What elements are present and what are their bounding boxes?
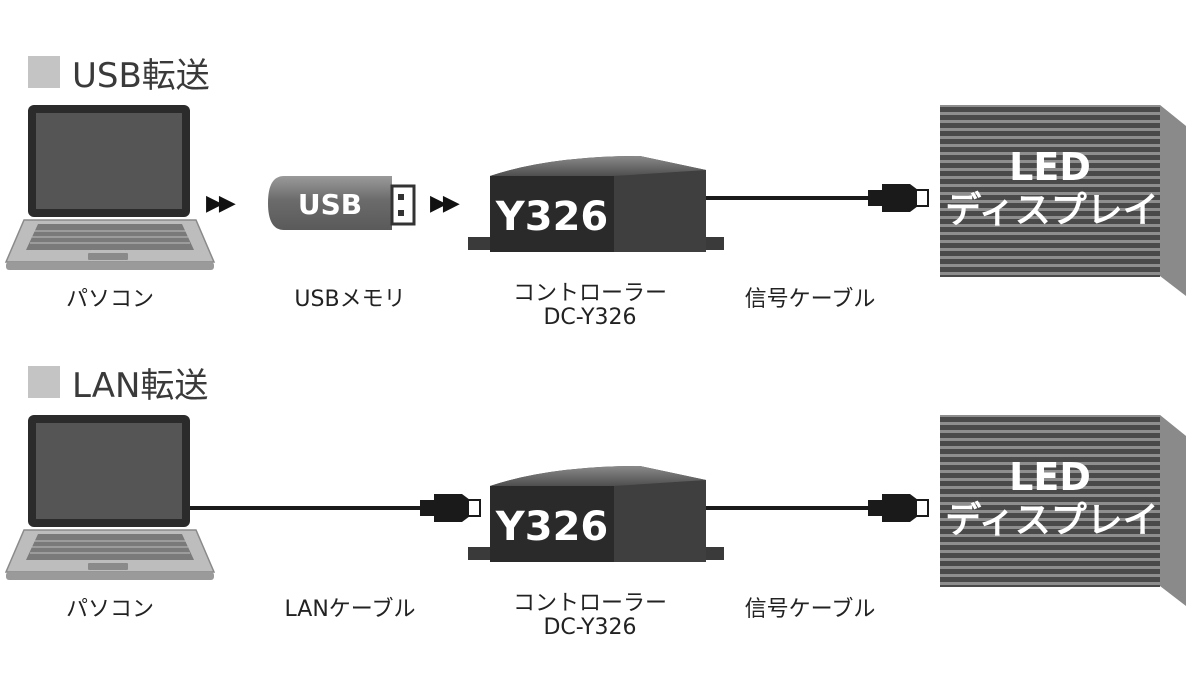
- display-text-display: ディスプレイ: [945, 189, 1158, 231]
- usb-diagram-art: USB Y326 LED ディスプレイ: [4, 105, 1186, 296]
- lan-cable-label: LANケーブル: [284, 597, 416, 622]
- controller-model-text: Y326: [495, 504, 608, 550]
- flow-arrow-2: ▶▶: [430, 191, 460, 216]
- lan-cable-icon: [190, 494, 481, 522]
- controller-device-icon: Y326: [468, 156, 724, 252]
- controller-label: コントローラー DC-Y326: [480, 282, 700, 330]
- controller-label-line1: コントローラー: [512, 591, 667, 616]
- controller-label-line2: DC-Y326: [543, 305, 637, 330]
- section-heading: USB転送: [28, 52, 210, 96]
- heading-square-marker: [28, 56, 60, 88]
- controller-device-icon: Y326: [468, 466, 724, 562]
- controller-label-line1: コントローラー: [512, 281, 667, 306]
- signal-cable-icon: [706, 184, 929, 212]
- pc-label: パソコン: [65, 287, 154, 312]
- display-text-led: LED: [1009, 145, 1091, 189]
- display-text-led: LED: [1009, 455, 1091, 499]
- signal-cable-label: 信号ケーブル: [744, 597, 876, 622]
- usb-stick-label: USB: [298, 188, 362, 221]
- laptop-icon: [4, 415, 216, 580]
- lan-transfer-section: LAN転送: [0, 310, 1200, 640]
- heading-square-marker: [28, 366, 60, 398]
- laptop-icon: [4, 105, 216, 270]
- controller-label-line2: DC-Y326: [543, 615, 637, 640]
- usb-memory-icon: USB: [268, 176, 416, 230]
- section-title: LAN転送: [72, 365, 209, 406]
- signal-cable-label: 信号ケーブル: [744, 287, 876, 312]
- signal-cable-icon: [706, 494, 929, 522]
- flow-arrow-1: ▶▶: [206, 191, 236, 216]
- led-display-icon: LED ディスプレイ: [940, 105, 1186, 296]
- section-heading: LAN転送: [28, 362, 208, 406]
- led-display-icon: LED ディスプレイ: [940, 415, 1186, 606]
- controller-model-text: Y326: [495, 194, 608, 240]
- section-title: USB転送: [72, 55, 210, 96]
- lan-diagram-art: Y326 LED ディスプレイ: [4, 415, 1186, 606]
- controller-label: コントローラー DC-Y326: [480, 592, 700, 640]
- usb-transfer-section: USB転送: [0, 0, 1200, 330]
- display-text-display: ディスプレイ: [945, 499, 1158, 541]
- pc-label: パソコン: [65, 597, 154, 622]
- usb-memory-label: USBメモリ: [294, 287, 406, 312]
